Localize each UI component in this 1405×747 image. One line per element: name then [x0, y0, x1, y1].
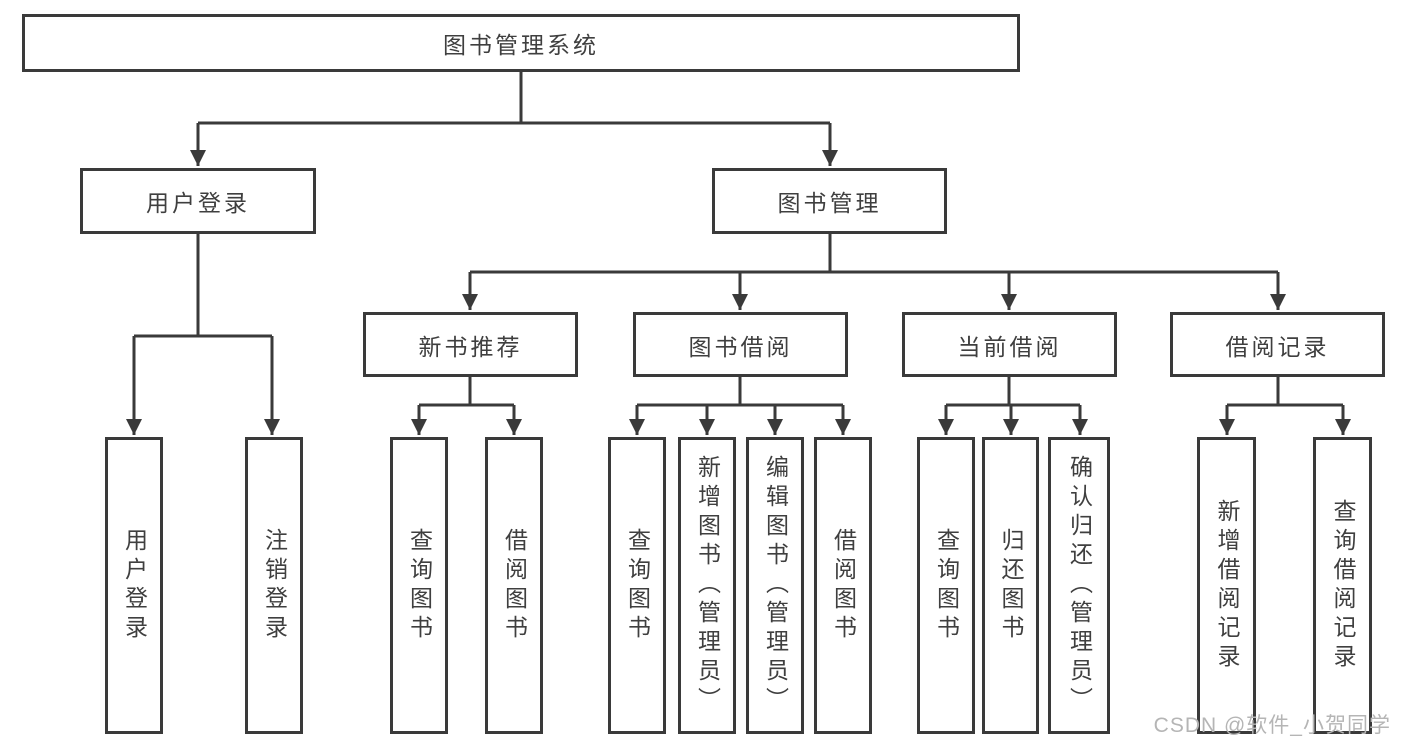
leaf-g4-query-borrow-record-label: 查询借阅记录: [1330, 498, 1356, 673]
node-book-management-label: 图书管理: [777, 190, 882, 216]
leaf-g2-add-books-admin: 新增图书（管理员）: [678, 437, 736, 734]
node-book-borrow-label: 图书借阅: [688, 333, 793, 360]
leaf-logout: 注销登录: [245, 437, 303, 734]
leaf-g4-query-borrow-record: 查询借阅记录: [1313, 437, 1372, 734]
leaf-g2-add-books-admin-label: 新增图书（管理员）: [694, 455, 721, 716]
leaf-g4-add-borrow-record-label: 新增借阅记录: [1214, 498, 1240, 673]
leaf-g1-query-books-label: 查询图书: [406, 527, 433, 644]
leaf-g2-borrow-books-label: 借阅图书: [830, 527, 857, 644]
leaf-g2-query-books: 查询图书: [608, 437, 666, 734]
node-current-borrow-label: 当前借阅: [957, 333, 1062, 360]
node-book-management: 图书管理: [712, 168, 947, 234]
leaf-g3-query-books: 查询图书: [917, 437, 975, 734]
leaf-g1-borrow-books: 借阅图书: [485, 437, 543, 734]
leaf-g3-return-books-label: 归还图书: [998, 527, 1024, 644]
leaf-g3-confirm-return-admin: 确认归还（管理员）: [1048, 437, 1110, 734]
leaf-g2-query-books-label: 查询图书: [624, 527, 651, 644]
leaf-g2-borrow-books: 借阅图书: [814, 437, 872, 734]
leaf-logout-label: 注销登录: [261, 527, 288, 644]
watermark: CSDN @软件_小贺同学: [1153, 714, 1391, 737]
node-user-login-label: 用户登录: [146, 190, 250, 216]
node-new-book-recommend-label: 新书推荐: [418, 333, 523, 360]
leaf-g1-query-books: 查询图书: [390, 437, 448, 734]
leaf-g3-return-books: 归还图书: [982, 437, 1039, 734]
leaf-user-login: 用户登录: [105, 437, 163, 734]
leaf-g2-edit-books-admin-label: 编辑图书（管理员）: [762, 455, 789, 716]
node-borrow-records-label: 借阅记录: [1225, 333, 1330, 360]
node-user-login: 用户登录: [80, 168, 316, 234]
node-root-label: 图书管理系统: [443, 32, 599, 58]
leaf-g3-confirm-return-admin-label: 确认归还（管理员）: [1066, 455, 1093, 716]
node-new-book-recommend: 新书推荐: [363, 312, 578, 377]
leaf-g4-add-borrow-record: 新增借阅记录: [1197, 437, 1256, 734]
leaf-g3-query-books-label: 查询图书: [933, 527, 960, 644]
leaf-g2-edit-books-admin: 编辑图书（管理员）: [746, 437, 804, 734]
node-book-borrow: 图书借阅: [633, 312, 848, 377]
leaf-g1-borrow-books-label: 借阅图书: [501, 527, 528, 644]
node-root: 图书管理系统: [22, 14, 1020, 72]
leaf-user-login-label: 用户登录: [121, 527, 148, 644]
node-current-borrow: 当前借阅: [902, 312, 1117, 377]
node-borrow-records: 借阅记录: [1170, 312, 1385, 377]
